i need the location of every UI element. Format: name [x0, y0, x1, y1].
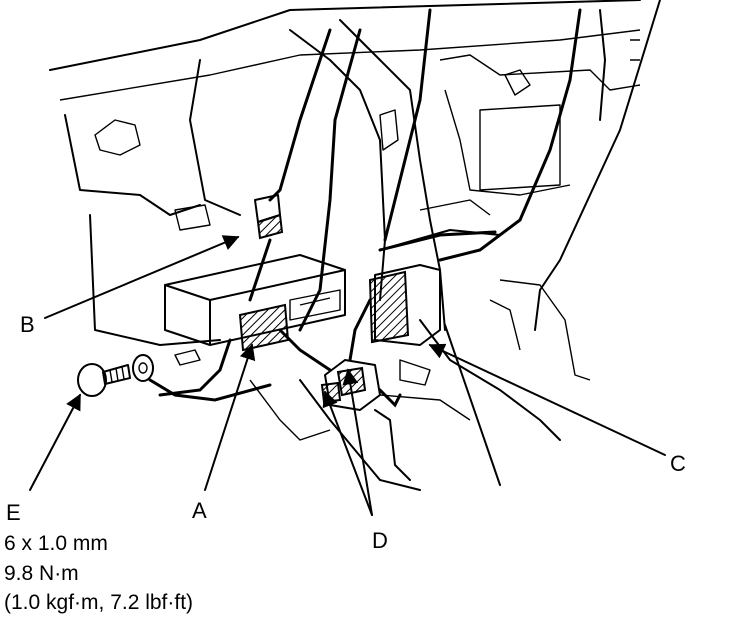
- dashboard-structure: [49, 0, 661, 381]
- leader-lines: [29, 235, 666, 516]
- callout-e: E: [6, 500, 21, 525]
- callout-b: B: [20, 312, 35, 337]
- bolt-washer: [77, 349, 201, 397]
- callout-c: C: [670, 451, 686, 476]
- torque-alt-units: (1.0 kgf·m, 7.2 lbf·ft): [4, 591, 194, 614]
- wiring-harness: [148, 8, 582, 408]
- callout-d: D: [372, 528, 388, 553]
- bolt-size: 6 x 1.0 mm: [4, 532, 108, 555]
- callout-a: A: [192, 498, 207, 523]
- torque-value: 9.8 N·m: [4, 562, 79, 585]
